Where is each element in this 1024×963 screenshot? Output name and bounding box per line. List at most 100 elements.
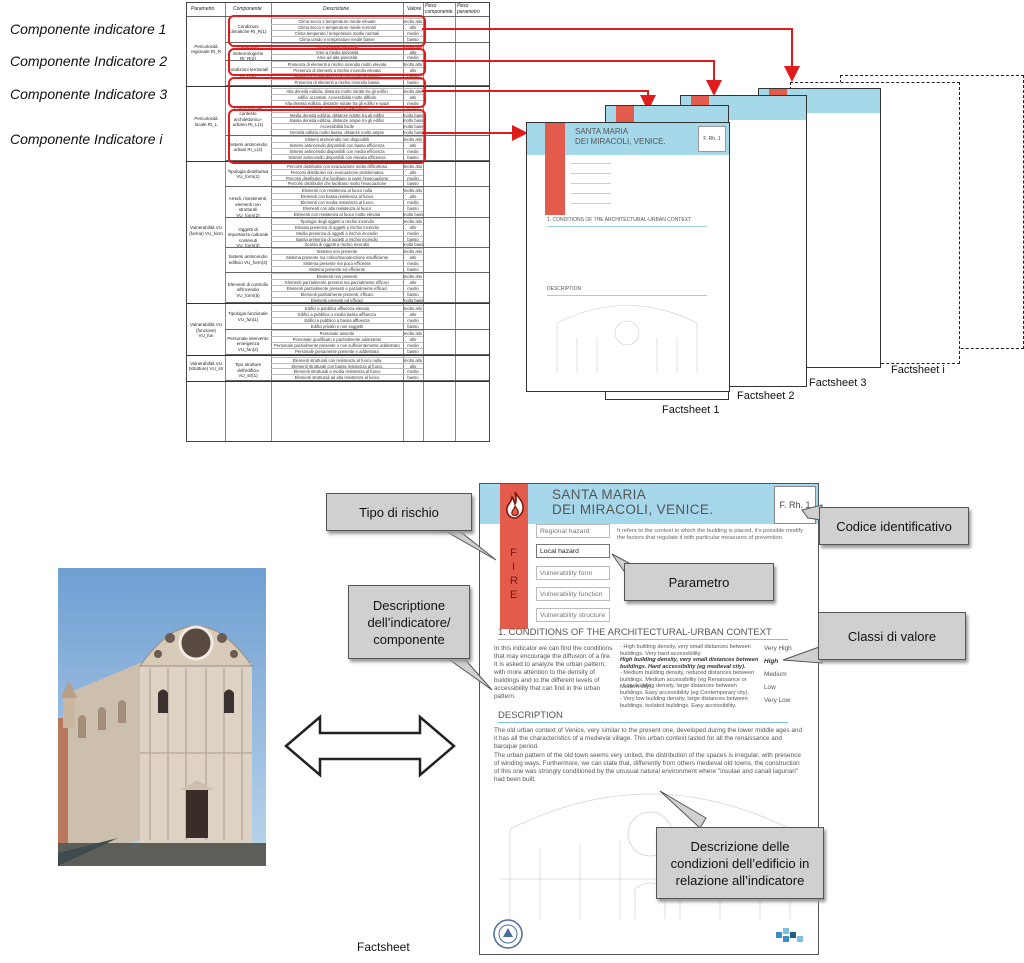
- hazard-word: FIRE: [510, 547, 519, 601]
- label-componente-2: Componente Indicatore 2: [10, 53, 168, 69]
- table-value: alto: [403, 67, 423, 74]
- value-class-label: Low: [764, 684, 776, 691]
- param-tab-vulnerability-function[interactable]: Vulnerability function: [536, 587, 610, 601]
- table-row: Percorsi distributivi con evacuazione pr…: [271, 168, 403, 176]
- table-value: molto basso: [403, 241, 423, 248]
- table-row: Alta densità edilizia, distanze molto ri…: [271, 87, 403, 95]
- table-component: Condizioni meteorologiche RI_R(2): [232, 45, 264, 62]
- value-class-description: - Very low building density, large dista…: [620, 696, 748, 709]
- callout-tipo-rischio: Tipo di rischio: [326, 493, 472, 531]
- table-row: Presenza di elementi a rischio incendio …: [271, 61, 403, 68]
- table-row: Elementi con resistenza al fuoco nulla: [271, 187, 403, 194]
- description-text: The old urban context of Venice, very si…: [494, 727, 803, 750]
- table-value: basso: [403, 374, 423, 381]
- mini-description-header: DESCRIPTION: [547, 286, 582, 292]
- highlight-component-i: [228, 109, 426, 164]
- header-descrizione: Descrizione: [323, 6, 350, 12]
- table-row: Tipologie degli oggetti a rischio incend…: [271, 217, 403, 225]
- label-componente-1: Componente indicatore 1: [10, 21, 167, 37]
- table-value: medio: [403, 260, 423, 267]
- highlight-component-1: [228, 15, 426, 47]
- table-row: Personale assente: [271, 330, 403, 337]
- caption-factsheet: Factsheet: [357, 940, 410, 954]
- table-value: molto alto: [403, 330, 423, 336]
- table-value: basso: [403, 180, 423, 187]
- table-value: molto basso: [403, 111, 423, 118]
- table-row: edifici accostati. Accessibilità molto d…: [271, 93, 403, 101]
- param-tab-vulnerability-form[interactable]: Vulnerability form: [536, 566, 610, 580]
- value-class-description: - High building density, very small dist…: [620, 644, 751, 657]
- connector-arrows: [422, 28, 800, 141]
- param-tab-local-hazard[interactable]: Local hazard: [536, 544, 610, 558]
- table-value: medio: [403, 229, 423, 237]
- table-value: alto: [403, 168, 423, 176]
- table-value: molto alto: [403, 61, 423, 68]
- table-component: Oggetti di importanza culturale contenut…: [227, 226, 269, 249]
- table-value: molto basso: [403, 210, 423, 217]
- value-class-label: Medium: [764, 671, 787, 678]
- table-row: Percorsi distributivi che facilitano mol…: [271, 180, 403, 187]
- table-value: medio: [403, 317, 423, 324]
- table-value: medio: [403, 199, 423, 206]
- table-value: medio: [403, 73, 423, 80]
- table-component: Tipologia distributiva VU_form(1): [227, 168, 269, 180]
- table-value: medio: [403, 54, 423, 61]
- param-tab-regional-hazard[interactable]: Regional hazard: [536, 524, 610, 538]
- table-value: molto alto: [403, 305, 423, 312]
- table-row: Elementi strutturali con bassa resistenz…: [271, 362, 403, 370]
- value-class-description: High building density, very small distan…: [620, 657, 759, 670]
- table-row: Clima secco e temperature medie normali: [271, 23, 403, 31]
- table-value: medio: [403, 29, 423, 37]
- mini-sketch: [556, 305, 698, 373]
- table-row: Elementi parzialmente presenti, efficaci: [271, 290, 403, 298]
- table-row: Sistema presente ma poco efficiente: [271, 260, 403, 267]
- param-tab-vulnerability-structure[interactable]: Vulnerability structure: [536, 608, 610, 622]
- table-row: Clima umido e temperature medie basse: [271, 35, 403, 43]
- table-value: basso: [403, 290, 423, 298]
- factsheet-1: SANTA MARIA DEI MIRACOLI, VENICE. F. Rh.…: [526, 122, 730, 392]
- table-row: Elementi con resistenza al fuoco molto e…: [271, 210, 403, 218]
- header-peso-componente: Peso componente: [425, 3, 453, 15]
- table-value: alto: [403, 193, 423, 200]
- value-class-description: - Low building density, large distances …: [620, 683, 750, 696]
- description-text-2: The urban pattern of the old town seems …: [494, 752, 801, 783]
- caption-factsheet-1: Factsheet 1: [662, 404, 720, 416]
- table-value: basso: [403, 235, 423, 243]
- table-value: basso: [403, 153, 423, 161]
- table-row: Densità edilizia molto bassa, distanze m…: [271, 129, 403, 136]
- mini-title-1: SANTA MARIA: [575, 127, 629, 136]
- fire-icon: [506, 491, 524, 519]
- value-class-label: High: [764, 658, 779, 665]
- table-row: Sistema presente ed efficiente: [271, 266, 403, 273]
- table-parameter: Vulnerabilità VU (funzione) VU_fun: [189, 322, 223, 338]
- table-value: basso: [403, 323, 423, 330]
- callout-classi-valore: Classi di valore: [818, 612, 966, 660]
- hazard-label: FIRE: [500, 546, 528, 602]
- factsheet-code: F. Rh. 1: [774, 486, 816, 524]
- table-value: molto basso: [403, 129, 423, 136]
- header-componente: Componente: [233, 6, 262, 12]
- table-row: Elementi con alta resistenza al fuoco: [271, 205, 403, 212]
- callout-descrizione-indicatore: Descriptione dell’indicatore/ componente: [348, 585, 470, 659]
- mini-title-2: DEI MIRACOLI, VENICE.: [575, 137, 666, 146]
- section-text: In this indicator we can find the condit…: [494, 645, 613, 700]
- table-value: molto alto: [403, 18, 423, 24]
- label-componente-i: Componente Indicatore i: [10, 131, 163, 147]
- value-class-label: Very High: [764, 645, 792, 652]
- table-row: Media densità edilizia, distanze ridotte…: [271, 111, 403, 119]
- table-value: medio: [403, 284, 423, 292]
- table-value: molto alto: [403, 217, 423, 224]
- university-seal-icon: [493, 919, 523, 949]
- table-row: Alta densità edilizia, distanze ridotte …: [271, 99, 403, 107]
- callout-codice: Codice identificativo: [819, 507, 969, 545]
- callout-descrizione-condizioni: Descrizione delle condizioni dell’edific…: [656, 827, 824, 899]
- value-class-description: - Medium building density, reduced dista…: [620, 670, 755, 690]
- table-row: Edifici a pubblica affluenza elevata: [271, 305, 403, 312]
- table-row: Presenza di elementi a rischio incendio …: [271, 67, 403, 74]
- mini-section: 1. CONDITIONS OF THE ARCHITECTURAL-URBAN…: [547, 217, 692, 223]
- table-value: molto alto: [403, 356, 423, 363]
- table-row: Elementi con bassa resistenza al fuoco: [271, 193, 403, 200]
- table-row: Media presenza di oggetti a rischio ince…: [271, 229, 403, 237]
- table-row: Aree ad alta piovosità: [271, 54, 403, 61]
- rescult-logo-icon: [776, 928, 803, 942]
